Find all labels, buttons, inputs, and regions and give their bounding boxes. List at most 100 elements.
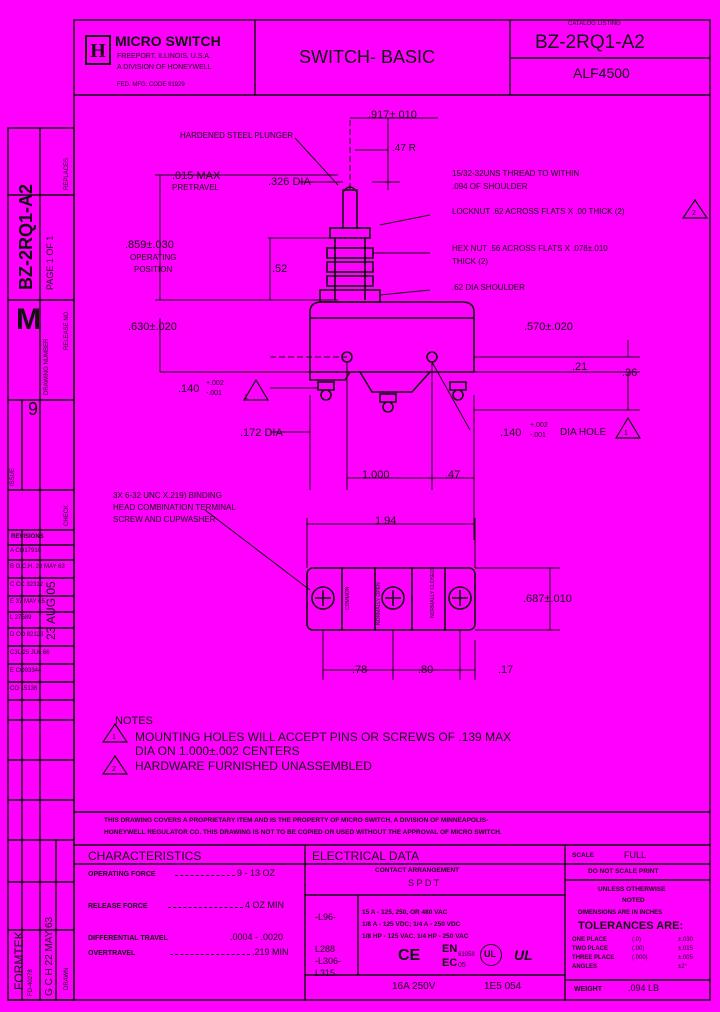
tol-label: ANGLES [572,964,598,970]
char-value: .0004 - .0020 [230,932,284,942]
label-dia-hole: DIA HOLE [560,427,607,438]
revision-entry: C CC 32312 [10,582,44,588]
dim-194: 1.94 [375,515,397,527]
issue-label: ISSUE [10,467,16,486]
replaces-label: REPLACES [64,157,70,190]
dim-687: .687±.010 [523,593,572,605]
label-thread-2: .094 OF SHOULDER [452,182,528,191]
proprietary-line1: THIS DRAWING COVERS A PROPRIETARY ITEM A… [104,817,489,824]
label-position: POSITION [134,265,173,274]
ec-number: 05 [458,962,466,969]
revision-entry: D CO 82123 [10,632,44,638]
company-name: MICRO SWITCH [115,33,221,49]
dims-in-inches: DIMENSIONS ARE IN INCHES [578,910,663,916]
note1-line1: MOUNTING HOLES WILL ACCEPT PINS OR SCREW… [135,730,512,744]
label-screw-2: HEAD COMBINATION TERMINAL [113,503,236,512]
alf-number: ALF4500 [573,65,630,81]
scale-value: FULL [624,850,647,860]
dim-630: .630±.020 [128,321,177,333]
dim-570: .570±.020 [524,321,573,333]
tol-label: ONE PLACE [572,937,608,943]
label-shoulder: .62 DIA SHOULDER [452,283,525,292]
note1-num-b: 1 [624,430,628,437]
leader-line [170,954,250,955]
revision-entry: CO 15136 [10,686,38,692]
note1-num-a: 1 [244,394,248,401]
dim-172-dia: .172 DIA [240,427,283,439]
footer-rating: 16A 250V [392,981,436,992]
dimension-lines [155,117,640,680]
side-date: 23 AUG 05 [44,581,58,640]
company-logo: H [85,35,111,65]
side-page: PAGE 1 OF 1 [45,235,55,290]
char-label: DIFFERENTIAL TRAVEL [88,935,168,942]
company-division: A DIVISION OF HONEYWELL [117,64,212,71]
tol-a: (.0) [632,937,641,943]
scale-label: SCALE [572,852,595,859]
drawn-label: DRAWN [64,967,70,990]
dim-140-a: .140 [178,383,200,395]
label-operating: OPERATING [130,253,177,262]
ul-listed-icon: UL [514,947,533,963]
en-mark: EN [442,943,458,955]
code-l315: L315 [315,968,336,978]
tol-b: ±.030 [678,937,693,943]
electrical-heading: ELECTRICAL DATA [312,849,420,863]
dim-140-b-tol-dn: -.001 [530,432,546,439]
catalog-number: BZ-2RQ1-A2 [535,32,645,53]
contact-value: S P D T [408,878,440,888]
catalog-label: CATALOG LISTING [568,21,621,27]
issue-value: 9 [28,399,39,419]
proprietary-line2: HONEYWELL REGULATOR CO. THIS DRAWING IS … [104,829,502,836]
size-letter: M [16,303,41,336]
revisions-label: REVISIONS [11,534,44,540]
dim-17: .17 [498,664,514,676]
dim-36: .36 [622,367,638,379]
noted: NOTED [622,897,645,904]
drawing-title: SWITCH- BASIC [299,47,436,67]
en-number: 61058 [458,952,475,958]
note2-num-b: 2 [692,210,696,217]
check-label: CHECK [64,504,70,526]
char-label: RELEASE FORCE [88,903,148,910]
revision-entry: B G.C.H. 22 MAY 63 [10,564,65,570]
tol-label: THREE PLACE [572,955,615,961]
tol-a: (.00) [632,946,645,952]
code-l288: L288 [315,944,336,954]
dim-pretravel: .015 MAX [172,170,221,182]
tol-b: ±.015 [678,946,693,952]
note2-line: HARDWARE FURNISHED UNASSEMBLED [135,759,372,773]
leader-line [175,875,235,876]
rating-line2: 1/8 A - 125 VDC; 1/4 A - 250 VDC [362,921,461,928]
svg-text:H: H [90,40,106,62]
label-hardened-plunger: HARDENED STEEL PLUNGER [180,131,294,140]
tolerances-heading: TOLERANCES ARE: [578,920,684,932]
note1-triangle-c [101,722,129,743]
characteristics-heading: CHARACTERISTICS [88,849,202,863]
char-value: 4 OZ MIN [245,900,285,910]
dim-78: .78 [352,664,368,676]
ul-mark: UL [484,949,496,959]
terminal-nc-label: NORMALLY CLOSED [430,569,436,618]
dim-52: .52 [272,263,288,275]
drawn-initials: G C H 22 MAY 63 [44,916,55,996]
dim-operating-position: .859±.030 [125,239,174,251]
ec-mark: EC [442,957,458,969]
do-not-scale: DO NOT SCALE PRINT [588,868,659,875]
company-address: FREEPORT, ILLINOIS, U.S.A. [117,53,212,60]
dim-80: .80 [418,664,434,676]
form-number: FD-40278 [28,969,34,996]
side-drawing-number: BZ-2RQ1-A2 [16,183,36,290]
label-locknut: LOCKNUT .62 ACROSS FLATS X .00 THICK (2) [452,207,625,216]
note2-triangle-a [101,754,129,775]
note2-num: 2 [112,766,116,773]
tol-a: (.000) [632,955,648,961]
notes-heading: NOTES [115,715,153,727]
rating-line1: 15 A - 125, 250, OR 480 VAC [362,909,448,916]
dim-140-b-tol-up: +.002 [530,422,548,429]
note1-line2: DIA ON 1.000±.002 CENTERS [135,744,300,758]
footer-code: 1E5 054 [484,981,522,992]
leader-line [168,907,243,908]
ul-recognized-icon [480,944,502,966]
